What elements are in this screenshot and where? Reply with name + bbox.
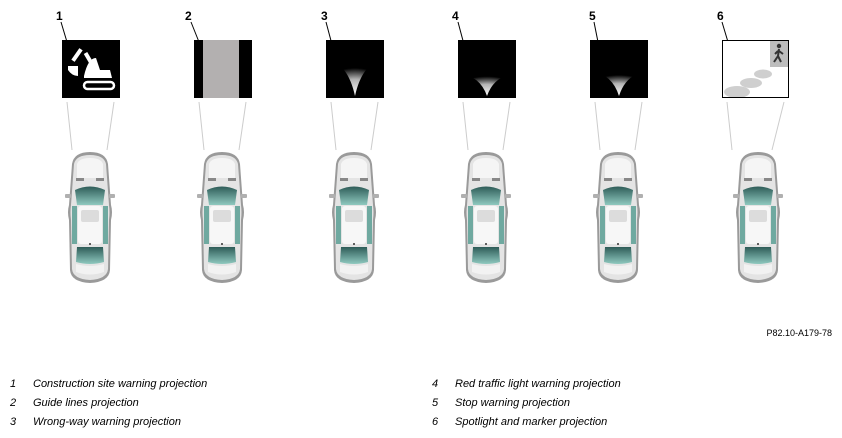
- wrong-way-warning-icon: [326, 40, 384, 98]
- figure-panel-3: 3: [304, 0, 404, 300]
- red-traffic-light-warning-icon: [458, 40, 516, 98]
- legend-text: Spotlight and marker projection: [455, 416, 608, 428]
- legend-item: 3 Wrong-way warning projection: [10, 416, 181, 428]
- legend-number: 3: [10, 416, 17, 428]
- legend-number: 4: [432, 378, 439, 390]
- projection-beam: [198, 101, 247, 151]
- car-top-view: [458, 150, 514, 285]
- legend-item: 2 Guide lines projection: [10, 397, 139, 409]
- legend-number: 6: [432, 416, 439, 428]
- callout-number: 4: [452, 9, 459, 23]
- stop-warning-icon: [590, 40, 648, 98]
- car-top-view: [590, 150, 646, 285]
- legend-item: 5 Stop warning projection: [432, 397, 570, 409]
- car-top-view: [62, 150, 118, 285]
- figure-panel-5: 5: [568, 0, 668, 300]
- figure-reference-code: P82.10-A179-78: [766, 328, 832, 338]
- legend-text: Wrong-way warning projection: [33, 416, 181, 428]
- guide-lines-icon: [194, 40, 252, 98]
- legend-item: 1 Construction site warning projection: [10, 378, 207, 390]
- car-top-view: [326, 150, 382, 285]
- legend-text: Red traffic light warning projection: [455, 378, 621, 390]
- projection-beam: [66, 101, 115, 151]
- legend-number: 5: [432, 397, 439, 409]
- car-top-view: [194, 150, 250, 285]
- callout-number: 5: [589, 9, 596, 23]
- legend-item: 4 Red traffic light warning projection: [432, 378, 621, 390]
- figure-panel-1: 1: [40, 0, 140, 300]
- legend-text: Guide lines projection: [33, 397, 139, 409]
- callout-number: 2: [185, 9, 192, 23]
- figure-panel-4: 4: [436, 0, 536, 300]
- callout-number: 1: [56, 9, 63, 23]
- projection-beam: [594, 101, 643, 151]
- legend-number: 2: [10, 397, 17, 409]
- spotlight-marker-icon: [722, 40, 789, 98]
- car-top-view: [730, 150, 786, 285]
- legend-item: 6 Spotlight and marker projection: [432, 416, 607, 428]
- projection-beam: [330, 101, 379, 151]
- callout-number: 6: [717, 9, 724, 23]
- legend-text: Stop warning projection: [455, 397, 570, 409]
- projection-beam: [462, 101, 511, 151]
- callout-number: 3: [321, 9, 328, 23]
- legend-number: 1: [10, 378, 17, 390]
- construction-site-warning-icon: [62, 40, 120, 98]
- figure-panel-2: 2: [172, 0, 272, 300]
- legend-text: Construction site warning projection: [33, 378, 208, 390]
- projection-beam: [726, 101, 785, 151]
- figure-panel-6: 6: [700, 0, 800, 300]
